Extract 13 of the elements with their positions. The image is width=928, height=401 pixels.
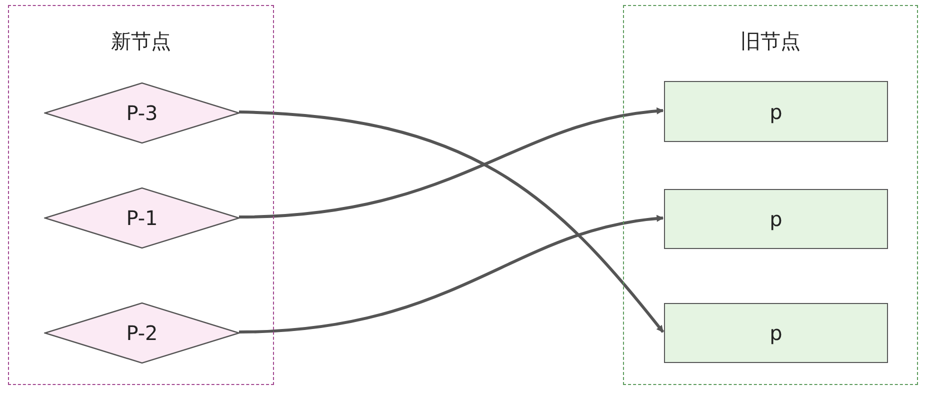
group-frame [8,5,274,385]
group-frame [623,5,918,385]
arrow [238,215,664,334]
group-title: 旧节点 [740,28,802,55]
diamond-node: P-1 [44,187,240,249]
diamond-node: P-2 [44,302,240,364]
process-box: p [664,81,888,142]
process-box: p [664,189,888,249]
arrow [238,110,664,333]
process-box: p [664,303,888,363]
diamond-node: P-3 [44,82,240,144]
arrow [238,108,664,218]
group-title: 新节点 [110,28,172,55]
